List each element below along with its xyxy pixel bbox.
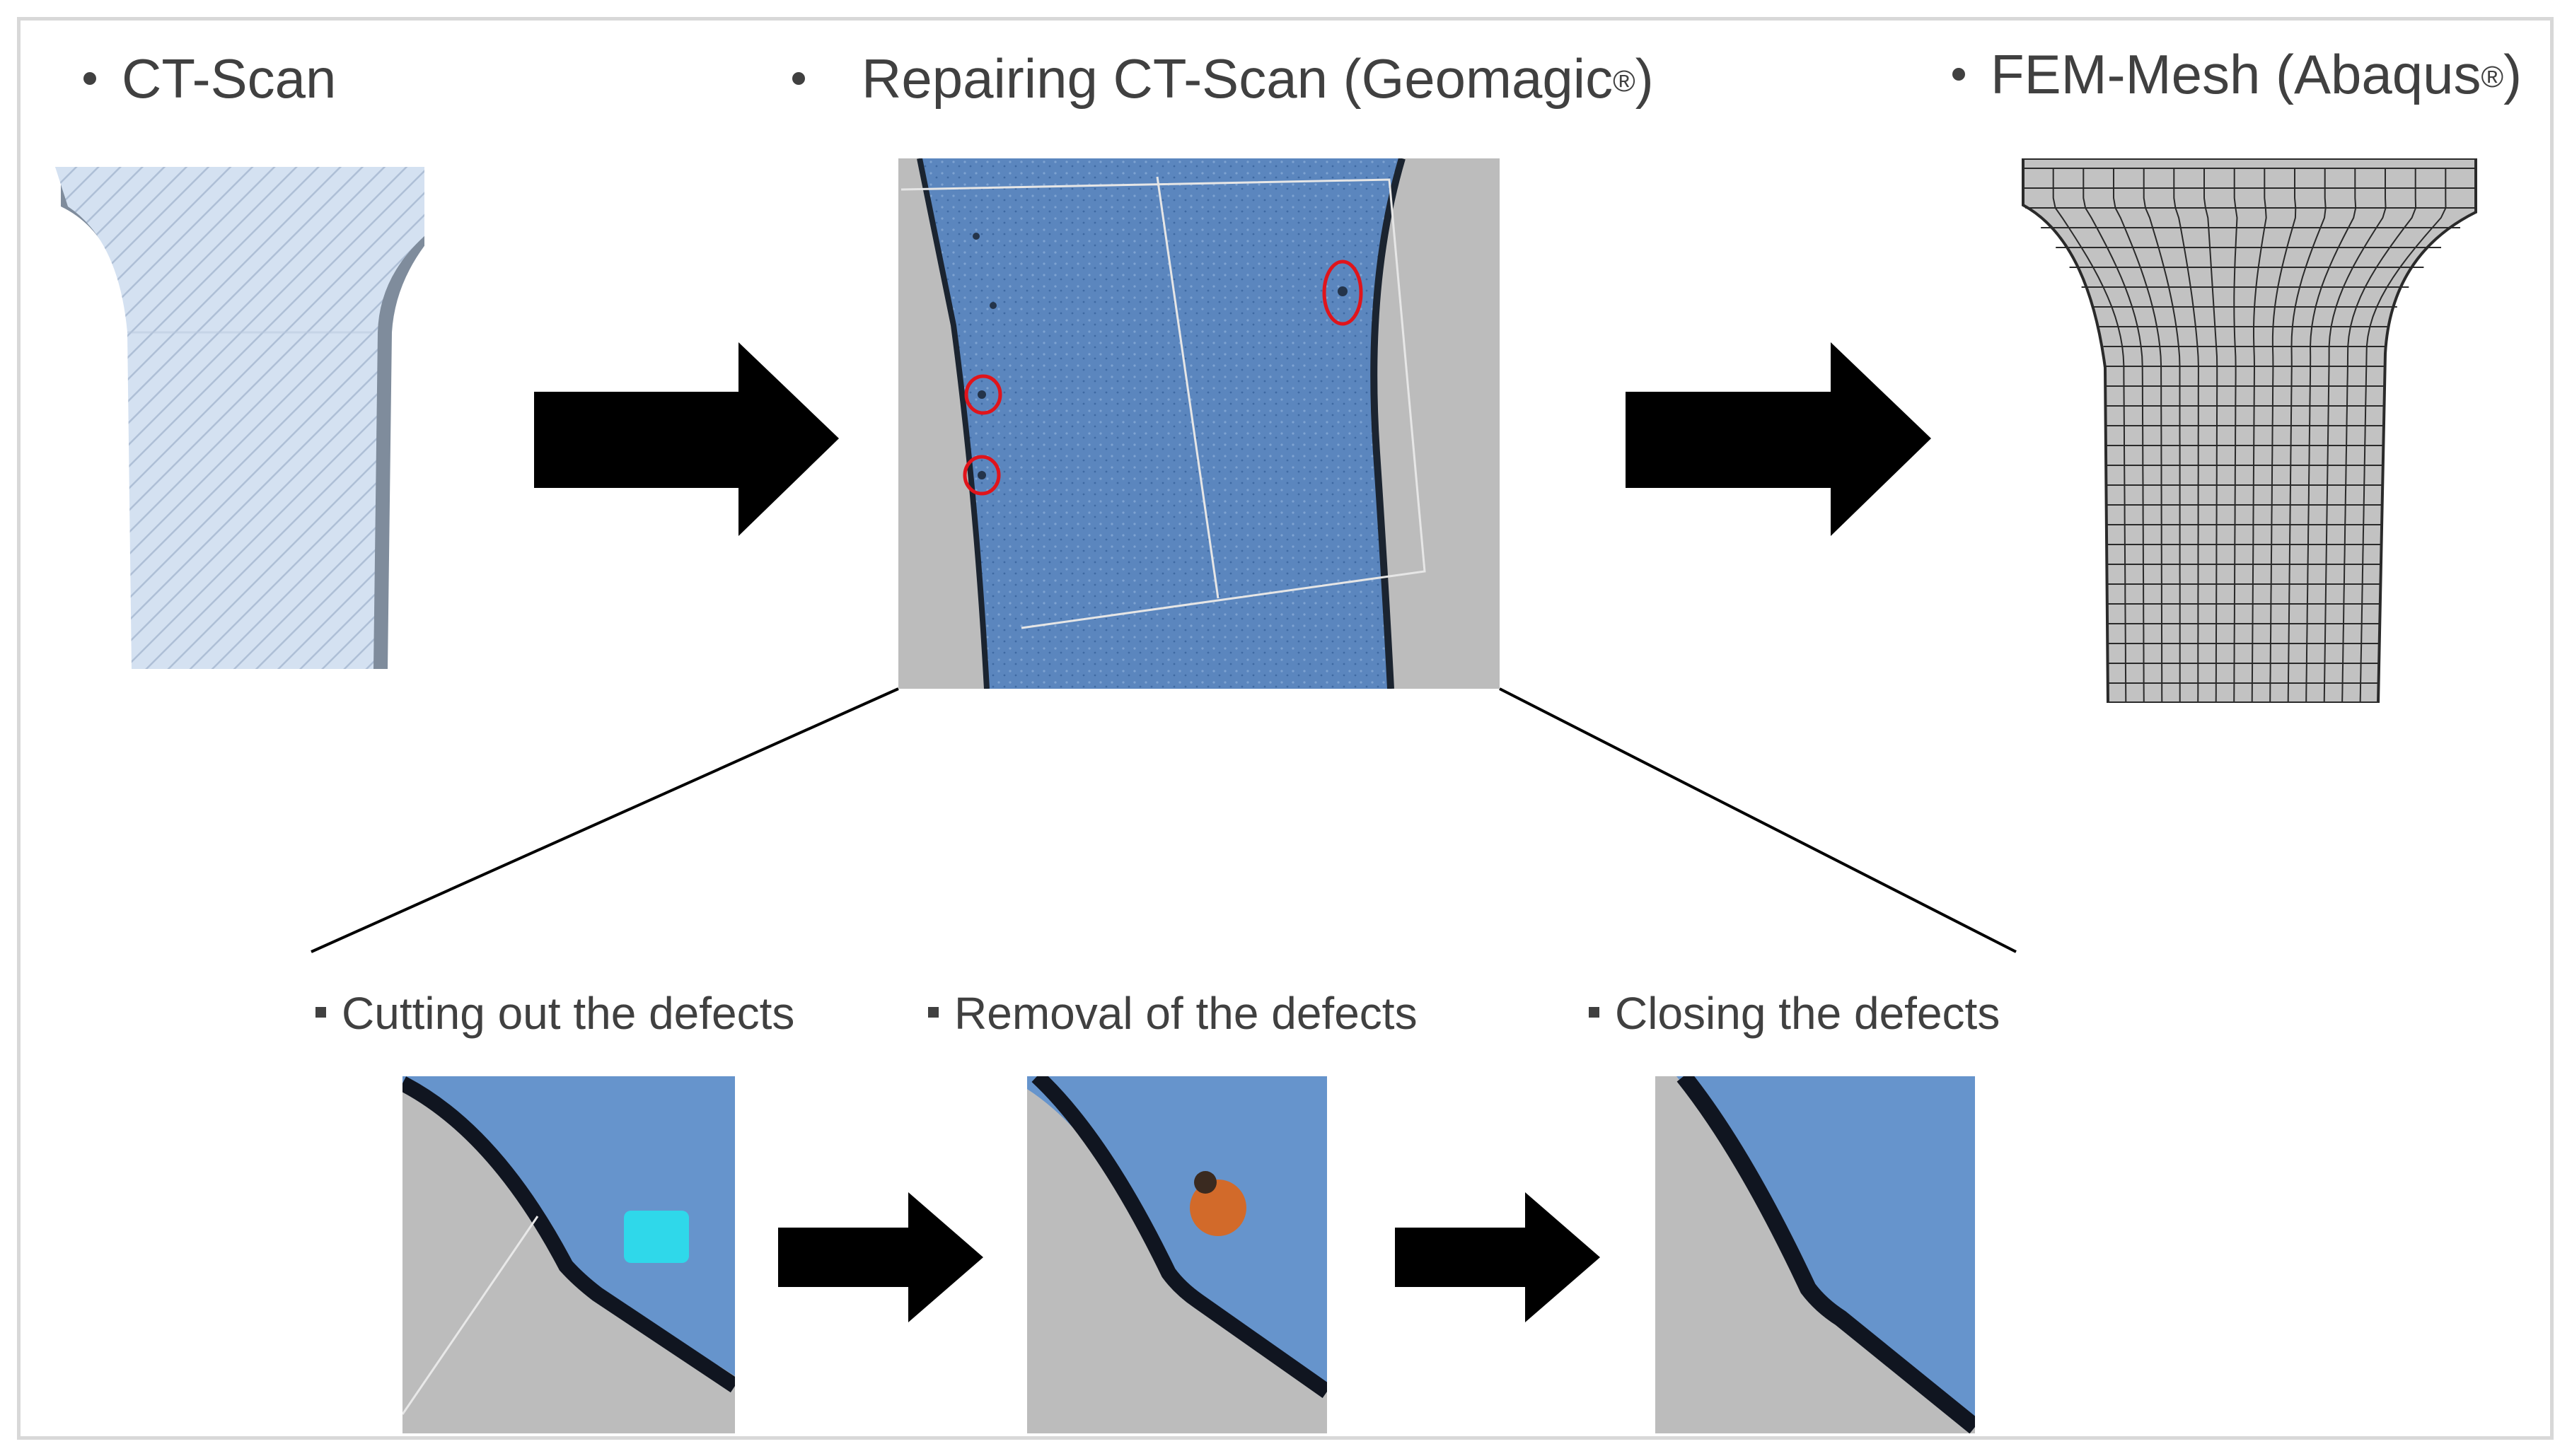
arrow-right-icon (778, 1192, 983, 1322)
zoom-line-right (1499, 687, 2017, 953)
mesh-column-line (2082, 168, 2145, 703)
registered-mark: ® (2481, 60, 2504, 95)
square-bullet-icon (315, 1007, 326, 1018)
closing-defects-image (1655, 1076, 1975, 1433)
mesh-column-line (2287, 168, 2327, 703)
step-label-text: FEM-Mesh (Abaqus (1991, 43, 2481, 105)
arrow-right-icon (534, 342, 839, 536)
mesh-column-line (2341, 168, 2417, 703)
fem-mesh-image (2022, 158, 2477, 703)
mesh-column-line (2173, 168, 2199, 703)
bullet-icon (1952, 68, 1965, 81)
mesh-column-line (2251, 168, 2267, 703)
step-label-text: Repairing CT-Scan (Geomagic (862, 47, 1614, 110)
mesh-column-line (2052, 168, 2127, 703)
zoom-line-left (311, 687, 899, 953)
ct-scan-image (55, 167, 424, 669)
mesh-column-line (2203, 168, 2218, 703)
step-label-fem-mesh: FEM-Mesh (Abaqus®) (1952, 42, 2522, 107)
step-label-text: CT-Scan (122, 47, 337, 110)
square-bullet-icon (928, 1007, 939, 1018)
substep-label-closing: Closing the defects (1589, 987, 2000, 1039)
closing-paren: ) (2503, 43, 2522, 105)
mesh-column-line (2305, 168, 2357, 703)
substep-label-text: Cutting out the defects (342, 988, 795, 1039)
mesh-column-line (2359, 168, 2447, 703)
mesh-column-line (2269, 168, 2297, 703)
substep-label-text: Removal of the defects (954, 988, 1418, 1039)
mesh-column-line (2143, 168, 2181, 703)
bullet-icon (83, 72, 96, 85)
substep-label-removal: Removal of the defects (928, 987, 1418, 1039)
bullet-icon (792, 72, 805, 85)
step-label-repairing: Repairing CT-Scan (Geomagic®) (792, 47, 1654, 111)
cutting-defects-image (402, 1076, 735, 1433)
removal-defects-image (1027, 1076, 1327, 1433)
square-bullet-icon (1589, 1007, 1599, 1018)
figure-frame (17, 17, 2554, 1440)
closing-paren: ) (1635, 47, 1654, 110)
mesh-column-line (2113, 168, 2163, 703)
arrow-right-icon (1395, 1192, 1600, 1322)
defect-marker-2 (963, 455, 1001, 496)
mesh-column-line (2233, 168, 2238, 703)
arrow-right-icon (1626, 342, 1931, 536)
repair-scan-image (898, 158, 1500, 689)
registered-mark: ® (1613, 64, 1635, 99)
step-label-ct-scan: CT-Scan (83, 47, 336, 111)
substep-label-cutting: Cutting out the defects (315, 987, 794, 1039)
mesh-column-line (2323, 168, 2387, 703)
substep-label-text: Closing the defects (1615, 988, 2000, 1039)
defect-marker-1 (964, 374, 1002, 415)
defect-marker-3 (1322, 260, 1363, 326)
